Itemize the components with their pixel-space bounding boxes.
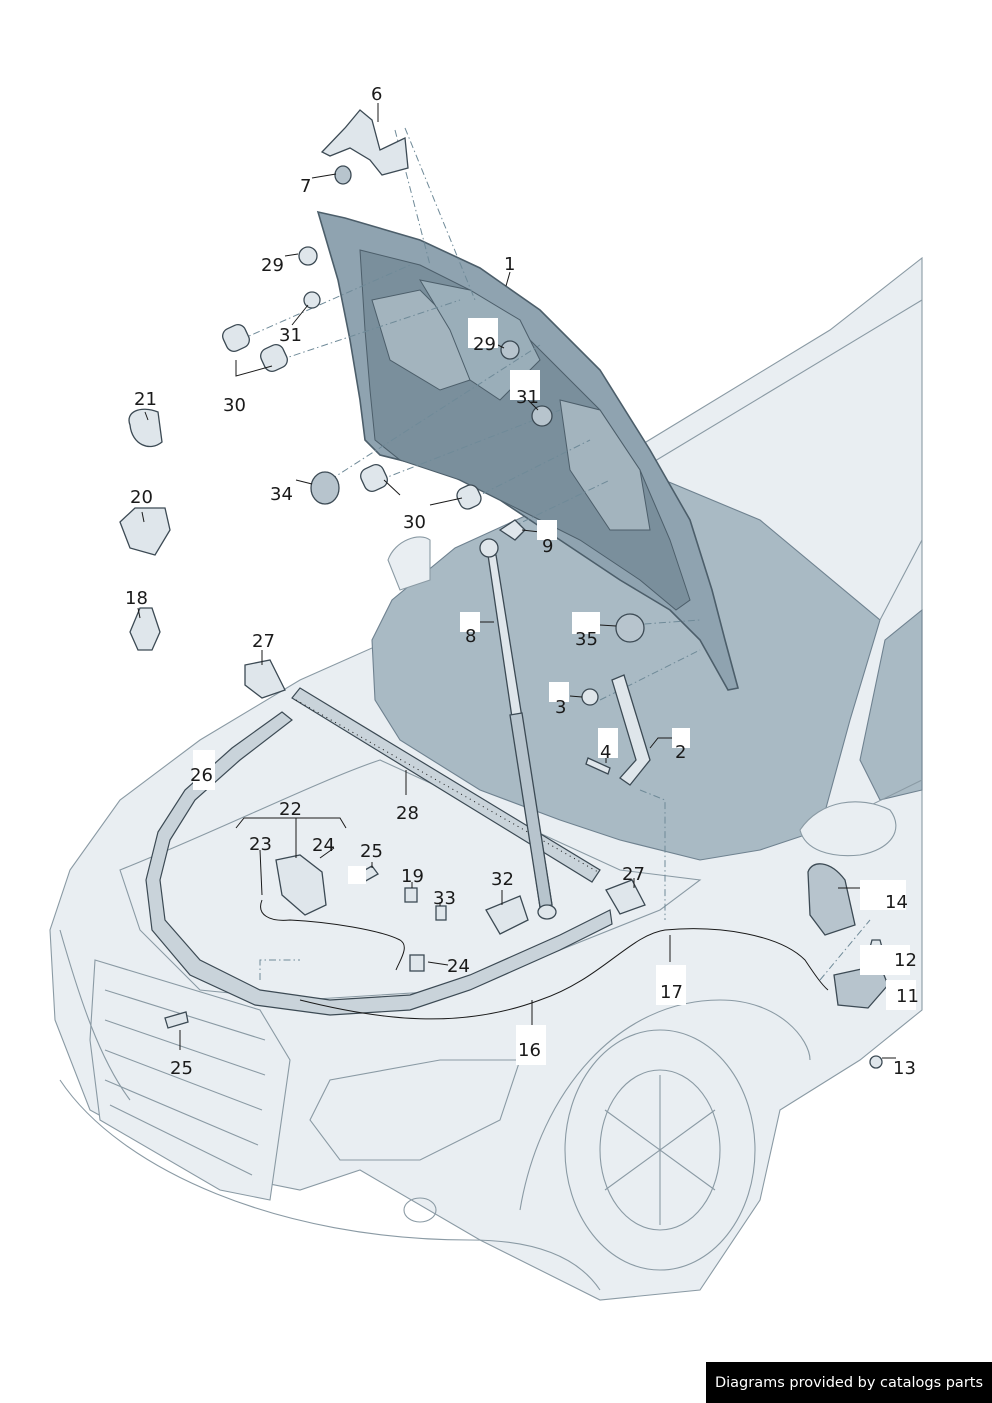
label-22: 22: [279, 799, 302, 820]
gas-strut-8: [479, 538, 557, 920]
grommet-34: [310, 471, 340, 505]
label-26: 26: [190, 765, 213, 786]
grommet-31b: [531, 405, 553, 427]
clip-29b: [500, 340, 520, 360]
label-7: 7: [300, 176, 311, 197]
label-2: 2: [675, 742, 686, 763]
label-30a: 30: [223, 395, 246, 416]
front-grille: [89, 959, 291, 1201]
label-6: 6: [371, 84, 382, 105]
bolt-25b: [164, 1011, 189, 1029]
label-25b: 25: [170, 1058, 193, 1079]
grommet-31a: [303, 291, 321, 309]
label-32: 32: [491, 869, 514, 890]
label-27a: 27: [252, 631, 275, 652]
label-31a: 31: [279, 325, 302, 346]
clip-21: [128, 408, 163, 448]
hood-lock-bracket: [320, 109, 409, 176]
footer-credit: Diagrams provided by catalogs parts: [706, 1362, 992, 1403]
label-31b: 31: [516, 387, 539, 408]
label-27b: 27: [622, 864, 645, 885]
label-35: 35: [575, 629, 598, 650]
seal-28: [291, 687, 601, 883]
release-cable-16: [299, 928, 829, 1020]
label-11: 11: [896, 986, 919, 1007]
connector-24: [409, 954, 425, 972]
hood-seals: [145, 687, 613, 1016]
buffer-30a: [222, 324, 250, 352]
label-24a: 24: [312, 835, 335, 856]
label-29a: 29: [261, 255, 284, 276]
label-14: 14: [885, 892, 908, 913]
holder-20: [119, 507, 171, 556]
release-lever-14: [807, 863, 856, 936]
guide-27b: [605, 879, 646, 915]
label-4: 4: [600, 742, 611, 763]
bracket-32: [485, 895, 529, 935]
label-12: 12: [894, 950, 917, 971]
buffer-30d: [456, 484, 482, 510]
bolt-4: [585, 757, 611, 775]
assembly-guide-lines: [239, 127, 881, 981]
nut-3: [581, 688, 599, 706]
label-13: 13: [893, 1058, 916, 1079]
car-body: [49, 256, 923, 1301]
buffer-30c: [360, 464, 388, 492]
label-21: 21: [134, 389, 157, 410]
buffer-30b: [260, 344, 288, 372]
label-34: 34: [270, 484, 293, 505]
bracket-2: [611, 674, 651, 786]
label-16: 16: [518, 1040, 541, 1061]
label-23: 23: [249, 834, 272, 855]
headlight: [309, 1059, 521, 1161]
side-window: [859, 608, 923, 801]
label-24b: 24: [447, 956, 470, 977]
hood-lock-22: [275, 854, 327, 916]
label-30b: 30: [403, 512, 426, 533]
label-33: 33: [433, 888, 456, 909]
callout-labels: 6 7 1 29 29 31 31 30 30 21 20 18 34 9 8 …: [125, 84, 919, 1079]
seal-26: [145, 711, 613, 1016]
label-28: 28: [396, 803, 419, 824]
label-20: 20: [130, 487, 153, 508]
clip-33: [435, 905, 447, 921]
side-mirror: [799, 801, 897, 857]
label-19: 19: [401, 866, 424, 887]
label-17: 17: [660, 982, 683, 1003]
label-29b: 29: [473, 334, 496, 355]
screw-13: [869, 1055, 883, 1069]
label-3: 3: [555, 697, 566, 718]
label-1: 1: [504, 254, 515, 275]
label-8: 8: [465, 626, 476, 647]
clip-18: [129, 607, 161, 651]
grommet-35: [615, 613, 645, 643]
small-parts: [119, 109, 889, 1069]
guide-27a: [244, 659, 286, 699]
nut-7: [334, 165, 352, 185]
clip-19: [404, 887, 418, 903]
label-18: 18: [125, 588, 148, 609]
clip-29a: [298, 246, 318, 266]
label-9: 9: [542, 536, 553, 557]
label-25a: 25: [360, 841, 383, 862]
